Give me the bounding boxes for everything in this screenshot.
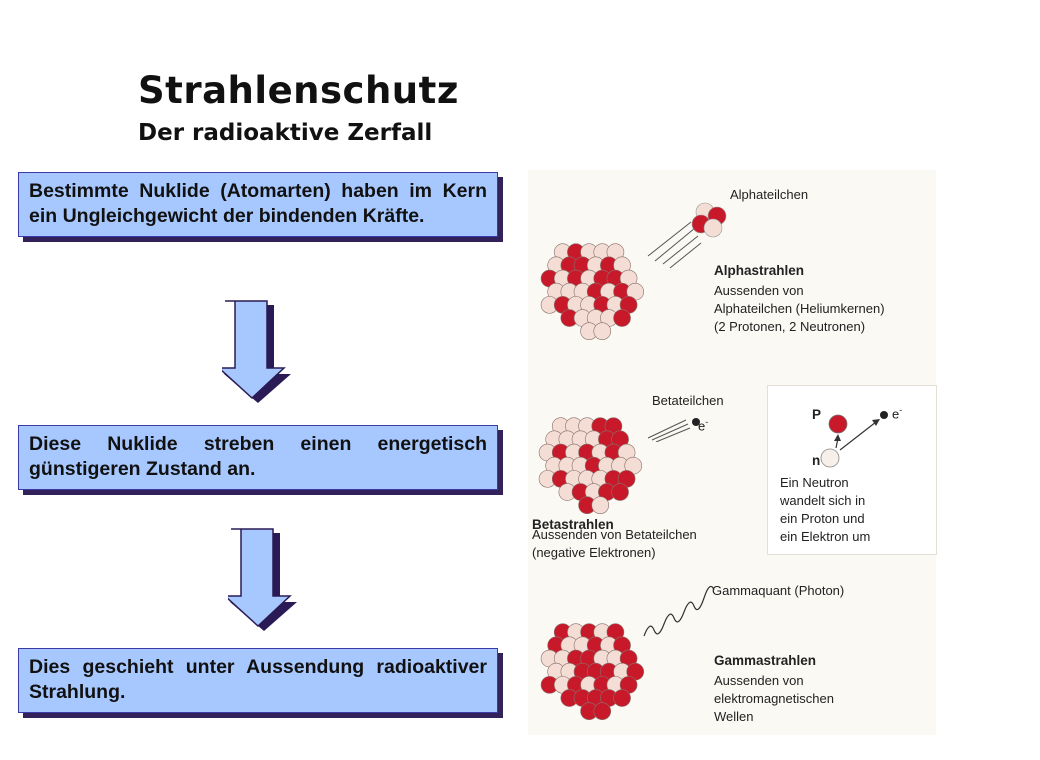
- gamma-particle-label: Gammaquant (Photon): [712, 583, 845, 598]
- alpha-nucleus-icon: [540, 243, 645, 341]
- gamma-heading: Gammastrahlen: [714, 653, 817, 668]
- beta-electron-symbol: e-: [698, 417, 709, 434]
- inset-text-2: wandelt sich in: [780, 493, 866, 508]
- alpha-heading: Alphastrahlen: [714, 263, 805, 278]
- inset-text-4: ein Elektron um: [780, 529, 871, 544]
- beta-heading: Betastrahlen: [532, 517, 614, 532]
- neutron-decay-icon: [820, 411, 888, 468]
- step-box-1: Bestimmte Nuklide (Atomarten) haben im K…: [18, 172, 498, 237]
- inset-text-1: Ein Neutron: [780, 475, 849, 490]
- beta-desc-2: (negative Elektronen): [532, 545, 656, 560]
- alpha-desc-3: (2 Protonen, 2 Neutronen): [714, 319, 866, 334]
- beta-desc-1: Aussenden von Betateilchen: [532, 527, 697, 542]
- step-box-3: Dies geschieht unter Aussendung radioakt…: [18, 648, 498, 713]
- gamma-desc-2: elektromagnetischen: [714, 691, 834, 706]
- alpha-particle-icon: [647, 202, 727, 268]
- inset-neutron-label: n: [812, 453, 821, 468]
- alpha-desc-1: Aussenden von: [714, 283, 804, 298]
- down-arrow-icon: [228, 528, 297, 631]
- step-box-2: Diese Nuklide streben einen energetisch …: [18, 425, 498, 490]
- gamma-desc-3: Wellen: [714, 709, 754, 724]
- gamma-desc-1: Aussenden von: [714, 673, 804, 688]
- alpha-particle-label: Alphateilchen: [730, 187, 809, 202]
- inset-electron-symbol: e-: [892, 405, 903, 422]
- inset-proton-label: P: [812, 407, 822, 422]
- inset-text-3: ein Proton und: [780, 511, 865, 526]
- gamma-wave-icon: [643, 585, 715, 637]
- slide-subtitle: Der radioaktive Zerfall: [138, 120, 433, 146]
- beta-nucleus-icon: [538, 417, 643, 515]
- slide-title: Strahlenschutz: [138, 69, 459, 112]
- radiation-types-figure: Alphateilchen Alphastrahlen Aussenden vo…: [528, 170, 937, 735]
- beta-emission-lines-icon: [647, 418, 700, 442]
- alpha-desc-2: Alphateilchen (Heliumkernen): [714, 301, 885, 316]
- beta-particle-label: Betateilchen: [652, 393, 724, 408]
- beta-decay-inset: P n e- Ein Neutron wandelt sich in ein P…: [767, 385, 937, 555]
- down-arrow-icon: [222, 300, 291, 403]
- gamma-nucleus-icon: [540, 623, 645, 721]
